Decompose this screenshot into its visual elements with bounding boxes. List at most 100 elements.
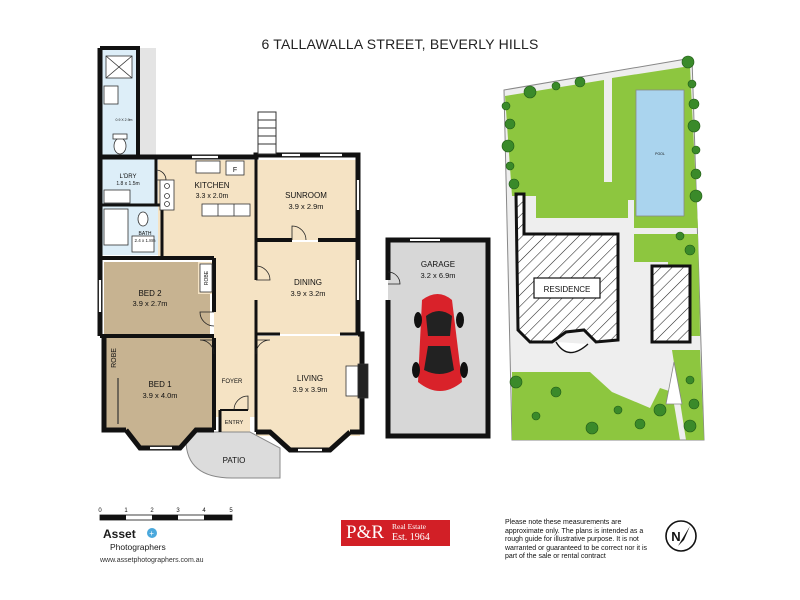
site-garage-footprint: [650, 264, 692, 344]
pool: [635, 89, 685, 217]
compass-letter: N: [671, 529, 680, 544]
photographer-subtitle: Photographers: [110, 542, 166, 552]
scale-segment-5: [204, 515, 232, 520]
residence-label-box: [533, 277, 601, 299]
photographer-name: Asset: [103, 527, 136, 541]
pool-label: POOL: [655, 152, 665, 156]
tree-icon: [551, 81, 561, 91]
robe-bed2: [199, 263, 213, 293]
scale-tick-0: 0: [98, 508, 102, 514]
tree-icon: [531, 411, 541, 421]
patio-label: PATIO: [223, 456, 246, 465]
laundry-tub: [103, 189, 131, 204]
scale-bar: [99, 514, 233, 521]
bath-toilet: [137, 211, 149, 227]
door-bed2: [199, 311, 215, 327]
fireplace: [345, 365, 359, 397]
tree-icon: [504, 118, 516, 130]
asset-logo-plus: +: [149, 529, 154, 538]
bed2-dims: 3.9 x 2.7m: [132, 299, 167, 308]
dining-floor: [256, 242, 358, 334]
door-living: [255, 339, 271, 355]
tree-icon: [683, 419, 697, 433]
bath-tub: [103, 208, 129, 246]
living-dims: 3.9 x 3.9m: [292, 385, 327, 394]
tree-icon: [574, 76, 586, 88]
tree-icon: [505, 161, 515, 171]
trees: [501, 55, 703, 435]
bed1-name: BED 1: [148, 380, 172, 389]
tree-icon: [585, 421, 599, 435]
living-floor: [256, 336, 360, 436]
toilet-dims-label: 0.9 X 2.9m: [116, 118, 133, 122]
tree-icon: [501, 101, 511, 111]
scale-segment-3: [152, 515, 178, 520]
lawn-front-right: [672, 350, 704, 440]
side-path: [140, 48, 156, 156]
bed1-bay-wall: [124, 427, 214, 451]
tree-icon: [691, 145, 701, 155]
car-wheel-rr: [460, 362, 468, 378]
dining-name: DINING: [294, 278, 322, 287]
tree-icon: [523, 85, 537, 99]
kitchen-dims: 3.3 x 2.0m: [196, 193, 229, 200]
lawn-back-left: [505, 80, 628, 218]
tree-icon: [685, 375, 695, 385]
measurement-disclaimer: Please note these measurements are appro…: [505, 519, 648, 561]
compass: [665, 520, 697, 552]
door-dining: [255, 265, 271, 281]
cistern: [112, 133, 128, 140]
tree-icon: [687, 79, 697, 89]
tree-icon: [550, 386, 562, 398]
bed1-left-wall: [101, 338, 126, 433]
tree-icon: [687, 119, 701, 133]
door-entry: [233, 395, 249, 411]
scale-tick-1: 1: [124, 508, 128, 514]
car-wheel-rl: [412, 362, 420, 378]
compass-needle: [678, 526, 690, 546]
basin: [131, 235, 155, 253]
car-windscreen: [426, 311, 452, 336]
bed1-bay-floor: [126, 430, 196, 448]
scale-tick-4: 4: [202, 508, 206, 514]
toilet-bowl: [113, 137, 127, 155]
kitchen-sink: [195, 160, 221, 174]
kitchen-bench: [201, 203, 251, 217]
photographer-url[interactable]: www.assetphotographers.com.au: [100, 557, 204, 564]
garage-dims: 3.2 x 6.9m: [420, 271, 455, 280]
property-address: 6 TALLAWALLA STREET, BEVERLY HILLS: [261, 36, 539, 52]
foyer-label: FOYER: [222, 379, 243, 385]
tree-icon: [501, 139, 515, 153]
residence-porch: [555, 341, 589, 354]
robe-bed1-label: ROBE: [111, 348, 118, 368]
fireplace-hearth: [357, 363, 369, 399]
garage: [385, 237, 491, 439]
agency-name: P&R: [346, 522, 385, 543]
tree-icon: [681, 55, 695, 69]
dining-dims: 3.9 x 3.2m: [290, 289, 325, 298]
scale-tick-3: 3: [176, 508, 180, 514]
living-name: LIVING: [297, 374, 323, 383]
site-plan: [501, 55, 705, 441]
hall-floor: [214, 252, 256, 417]
ldry-name: L'DRY: [119, 174, 136, 180]
scale-segment-1: [100, 515, 126, 520]
car-rear-window: [424, 346, 454, 374]
ldry-dims: 1.8 x 1.5m: [116, 181, 139, 187]
garage-walls: [385, 237, 491, 439]
driveway-arrow: [665, 361, 683, 405]
bed1-dims: 3.9 x 4.0m: [142, 391, 177, 400]
doors: [155, 169, 307, 411]
tree-icon: [508, 178, 520, 190]
sunroom-dims: 3.9 x 2.9m: [288, 202, 323, 211]
agency-line-2: Est. 1964: [392, 532, 430, 543]
fixtures: [103, 55, 369, 424]
car-wheel-fr: [456, 312, 464, 328]
tree-icon: [675, 231, 685, 241]
entry-floor: [220, 410, 250, 434]
asset-logo-mark: [147, 528, 157, 538]
car: [412, 294, 468, 391]
patio-floor: [185, 431, 281, 479]
tree-icon: [690, 168, 702, 180]
